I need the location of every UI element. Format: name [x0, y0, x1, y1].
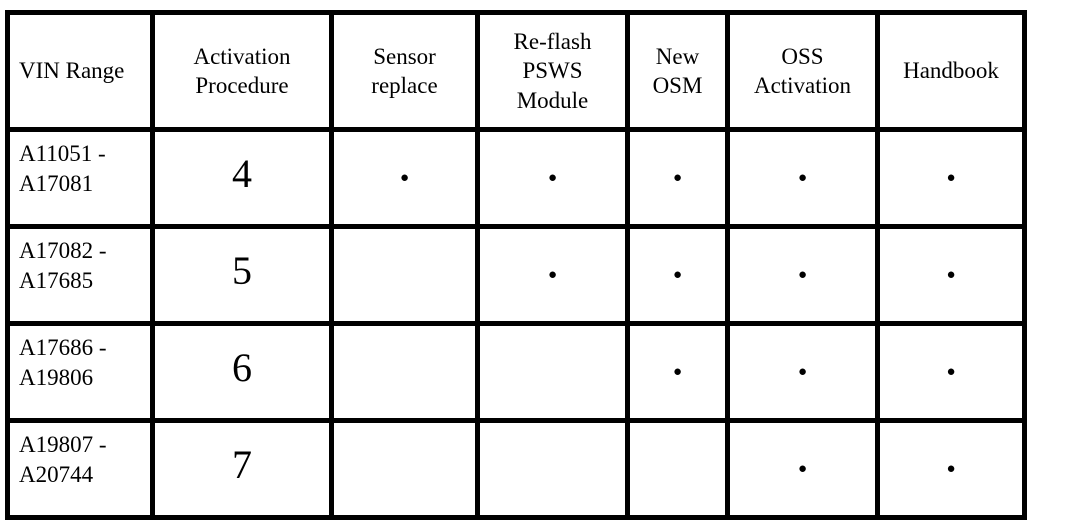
activation-procedure-cell: 6	[150, 321, 334, 423]
new-osm-flag: ●	[625, 127, 730, 229]
handbook-flag: ●	[875, 224, 1027, 326]
handbook-flag: ●	[875, 321, 1027, 423]
activation-procedure-cell: 4	[150, 127, 334, 229]
table-row: A17082 - A17685 5 ● ● ● ●	[5, 224, 1027, 326]
column-header-new-osm: New OSM	[625, 10, 730, 132]
activation-procedure-cell: 7	[150, 418, 334, 520]
oss-activation-flag: ●	[725, 321, 880, 423]
column-header-vin-range: VIN Range	[5, 10, 155, 132]
sensor-replace-flag	[329, 321, 480, 423]
reflash-psws-module-flag: ●	[475, 127, 630, 229]
activation-procedure-cell: 5	[150, 224, 334, 326]
column-header-oss-activation: OSS Activation	[725, 10, 880, 132]
vin-activation-table: VIN Range Activation Procedure Sensor re…	[5, 10, 1027, 520]
vin-range-cell: A17082 - A17685	[5, 224, 155, 326]
sensor-replace-flag	[329, 418, 480, 520]
header-row: VIN Range Activation Procedure Sensor re…	[5, 10, 1027, 132]
vin-range-cell: A19807 - A20744	[5, 418, 155, 520]
handbook-flag: ●	[875, 418, 1027, 520]
column-header-sensor-replace: Sensor replace	[329, 10, 480, 132]
new-osm-flag	[625, 418, 730, 520]
table-row: A17686 - A19806 6 ● ● ●	[5, 321, 1027, 423]
oss-activation-flag: ●	[725, 127, 880, 229]
table-row: A11051 - A17081 4 ● ● ● ● ●	[5, 127, 1027, 229]
oss-activation-flag: ●	[725, 224, 880, 326]
sensor-replace-flag: ●	[329, 127, 480, 229]
sensor-replace-flag	[329, 224, 480, 326]
vin-range-cell: A11051 - A17081	[5, 127, 155, 229]
reflash-psws-module-flag: ●	[475, 224, 630, 326]
column-header-reflash-psws-module: Re-flash PSWS Module	[475, 10, 630, 132]
column-header-handbook: Handbook	[875, 10, 1027, 132]
reflash-psws-module-flag	[475, 321, 630, 423]
handbook-flag: ●	[875, 127, 1027, 229]
reflash-psws-module-flag	[475, 418, 630, 520]
new-osm-flag: ●	[625, 321, 730, 423]
new-osm-flag: ●	[625, 224, 730, 326]
oss-activation-flag: ●	[725, 418, 880, 520]
column-header-activation-procedure: Activation Procedure	[150, 10, 334, 132]
vin-range-cell: A17686 - A19806	[5, 321, 155, 423]
table-row: A19807 - A20744 7 ● ●	[5, 418, 1027, 520]
